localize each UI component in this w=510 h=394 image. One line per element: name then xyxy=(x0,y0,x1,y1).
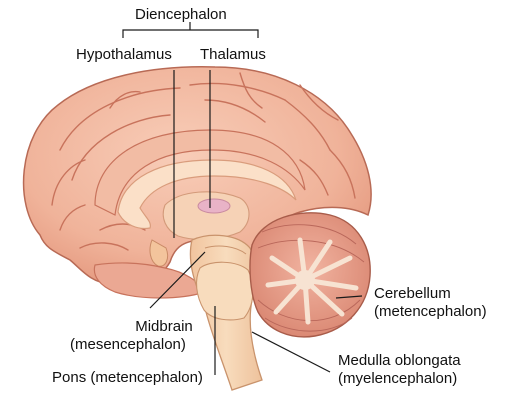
diencephalon-bracket xyxy=(123,30,258,38)
cerebellum-sublabel: (metencephalon) xyxy=(374,303,487,320)
midbrain-label: Midbrain xyxy=(112,318,216,335)
arbor-vitae-center xyxy=(295,270,315,290)
diencephalon-label: Diencephalon xyxy=(135,6,227,23)
medulla-sublabel: (myelencephalon) xyxy=(338,370,457,387)
cerebellum-label: Cerebellum xyxy=(374,285,451,302)
pineal-area xyxy=(198,199,230,213)
thalamus-label: Thalamus xyxy=(200,46,266,63)
midbrain-sublabel: (mesencephalon) xyxy=(70,336,186,353)
pons xyxy=(197,262,253,320)
medulla-label: Medulla oblongata xyxy=(338,352,461,369)
hypothalamus-label: Hypothalamus xyxy=(76,46,172,63)
pons-label: Pons (metencephalon) xyxy=(52,369,203,386)
medulla-leader xyxy=(252,332,330,372)
thalamus-region xyxy=(163,192,249,240)
